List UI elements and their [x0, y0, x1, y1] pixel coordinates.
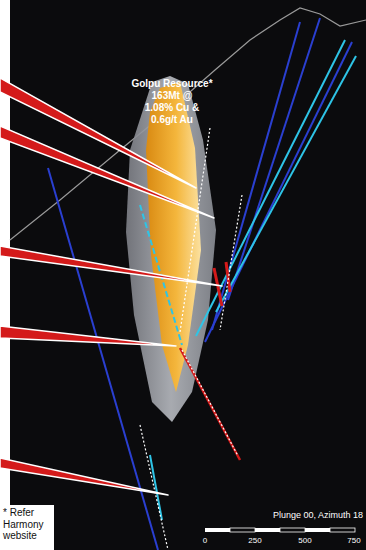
footnote-box: * Refer Harmony website: [0, 505, 54, 550]
scale-number: 0: [203, 536, 207, 545]
view-note: Plunge 00, Azimuth 18: [273, 510, 363, 520]
background: [10, 0, 366, 550]
resource-label: Golpu Resource*: [131, 78, 212, 89]
scale-number: 250: [248, 536, 261, 545]
scale-number: 500: [298, 536, 311, 545]
shell-body: [126, 76, 216, 422]
projection-lines: [140, 128, 242, 550]
resource-label: 163Mt @: [152, 90, 193, 101]
scale-number: 750: [347, 536, 360, 545]
callout-wedges: [0, 78, 222, 495]
resource-label: 1.08% Cu &: [145, 102, 199, 113]
footnote-text: * Refer Harmony website: [3, 507, 51, 542]
scale-bar: [205, 528, 355, 532]
resource-label: 0.6g/t Au: [151, 114, 193, 125]
